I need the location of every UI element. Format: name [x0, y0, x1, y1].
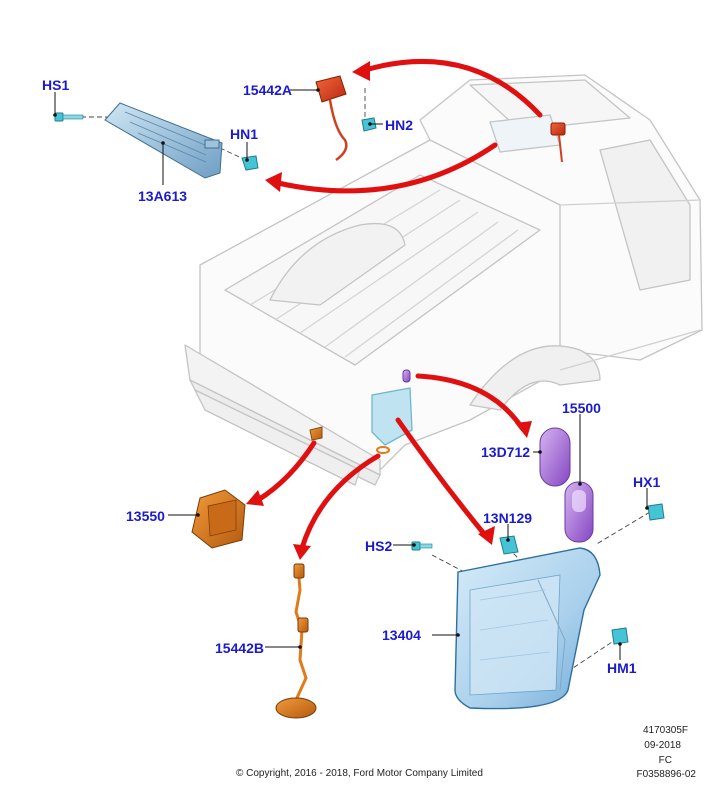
callout-13d712: 13D712 [481, 444, 531, 460]
leader-lines [54, 89, 648, 660]
hm1-nut-part [611, 627, 629, 645]
callout-13550: 13550 [126, 508, 165, 524]
callout-hs2: HS2 [365, 538, 393, 554]
callout-hm1: HM1 [607, 660, 637, 676]
lamp-pocket-part [402, 369, 411, 383]
bumper-part [309, 426, 323, 441]
ref-code: 4170305F [642, 725, 688, 736]
callout-hn2: HN2 [385, 117, 414, 133]
13404-tail-lamp-part [454, 547, 601, 710]
hs1-screw-part [54, 112, 84, 122]
callout-15500: 15500 [562, 400, 601, 416]
arrow-to-15442a [362, 58, 543, 118]
arrow-to-13404 [395, 417, 488, 538]
arrow-to-15442b [299, 453, 381, 551]
leader-dots [53, 88, 649, 649]
figure-id: F0358896-02 [636, 769, 697, 780]
15500-socket-part [564, 481, 594, 543]
arrow-to-13a613 [275, 142, 498, 194]
ref-initials: FC [658, 755, 672, 766]
callout-13a613: 13A613 [138, 188, 188, 204]
15442a-wiring-part [315, 75, 348, 162]
red-arrows [255, 58, 543, 551]
15442b-harness-part [275, 563, 317, 719]
callout-15442b: 15442B [215, 640, 265, 656]
cab-roof-part [550, 122, 566, 163]
copyright-notice: © Copyright, 2016 - 2018, Ford Motor Com… [236, 768, 483, 779]
callout-13404: 13404 [382, 627, 421, 643]
arrow-to-13550 [255, 440, 317, 503]
callout-hn1: HN1 [230, 126, 259, 142]
13a613-high-stop-lamp-part [104, 102, 223, 179]
tailgate-ring [376, 446, 390, 454]
callout-13n129: 13N129 [483, 510, 533, 526]
callout-hs1: HS1 [42, 77, 70, 93]
hx1-screw-part [647, 503, 665, 521]
callout-15442a: 15442A [243, 82, 293, 98]
arrow-to-13d712 [415, 373, 525, 431]
13n129-bracket-part [499, 535, 519, 555]
hn1-clip-part [241, 155, 259, 171]
ref-date: 09-2018 [644, 740, 681, 751]
13d712-lens-part [539, 427, 571, 487]
13550-module-part [191, 489, 246, 549]
callout-hx1: HX1 [633, 474, 661, 490]
truck-illustration [184, 74, 703, 486]
arrow-heads [246, 61, 532, 560]
